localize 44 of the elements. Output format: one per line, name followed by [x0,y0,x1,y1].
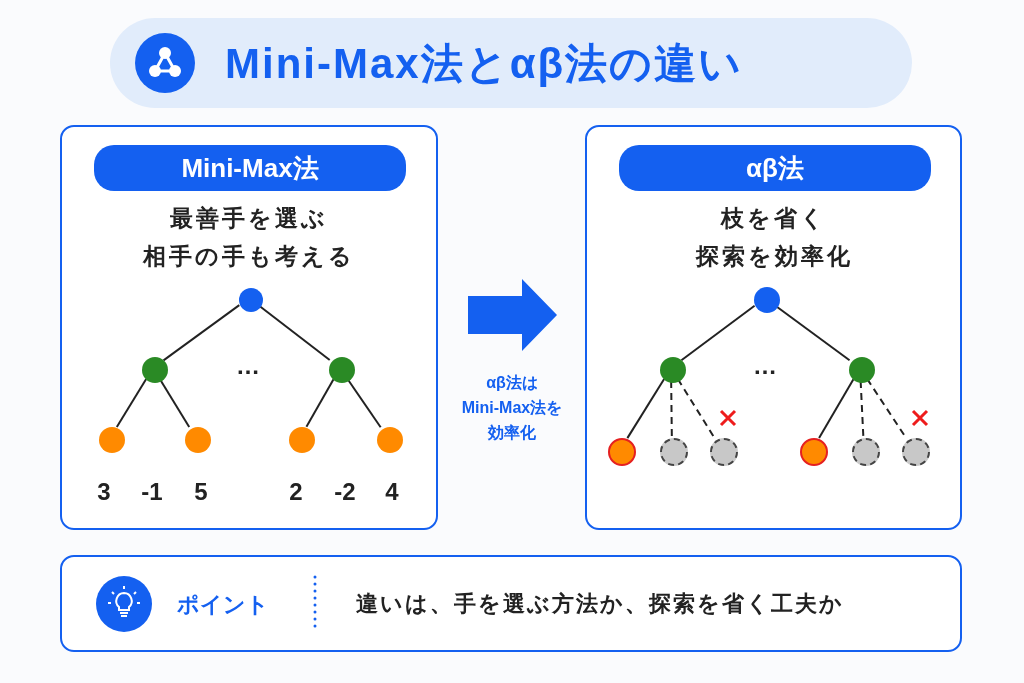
root-node [754,287,780,313]
leaf-node [289,427,315,453]
leaf-value: 2 [288,478,304,506]
pruned-branch [859,380,865,437]
pruned-node [660,438,688,466]
panel-heading: Mini-Max法 [94,145,406,191]
leaf-value: 4 [384,478,400,506]
tree-node [329,357,355,383]
leaf-value: -1 [140,478,164,506]
panel-heading: αβ法 [619,145,931,191]
leaf-node [99,427,125,453]
panel-description: 最善手を選ぶ相手の手も考える [141,204,356,271]
leaf-value: -2 [333,478,357,506]
tree-branch [680,304,756,362]
panel-card [60,555,962,652]
tree-node [660,357,686,383]
ellipsis: … [752,352,778,380]
leaf-value: 5 [193,478,209,506]
pruned-node [852,438,880,466]
tree-node [142,357,168,383]
title: Mini-Max法とαβ法の違い [225,39,744,89]
point-heading: ポイント [177,591,269,619]
tree-branch [818,378,855,439]
pruned-node [902,438,930,466]
leaf-node [185,427,211,453]
leaf-node [377,427,403,453]
panel-description: 枝を省く探索を効率化 [694,204,854,271]
tree-branch [626,378,666,440]
root-node [239,288,263,312]
pruned-branch [670,380,673,437]
panel-card [60,125,438,530]
leaf-node [800,438,828,466]
leaf-value: 3 [96,478,112,506]
tree-branch [115,378,148,428]
leaf-node [608,438,636,466]
block-arrow [468,279,557,351]
tree-branch [162,304,241,362]
ellipsis: … [235,352,261,380]
panel-card [585,125,962,530]
edge-label: αβ法はMini-Max法を効率化 [460,373,564,443]
tree-branch [305,378,335,428]
point-text: 違いは、手を選ぶ方法か、探索を省く工夫か [356,590,844,618]
tree-node [849,357,875,383]
pruned-node [710,438,738,466]
